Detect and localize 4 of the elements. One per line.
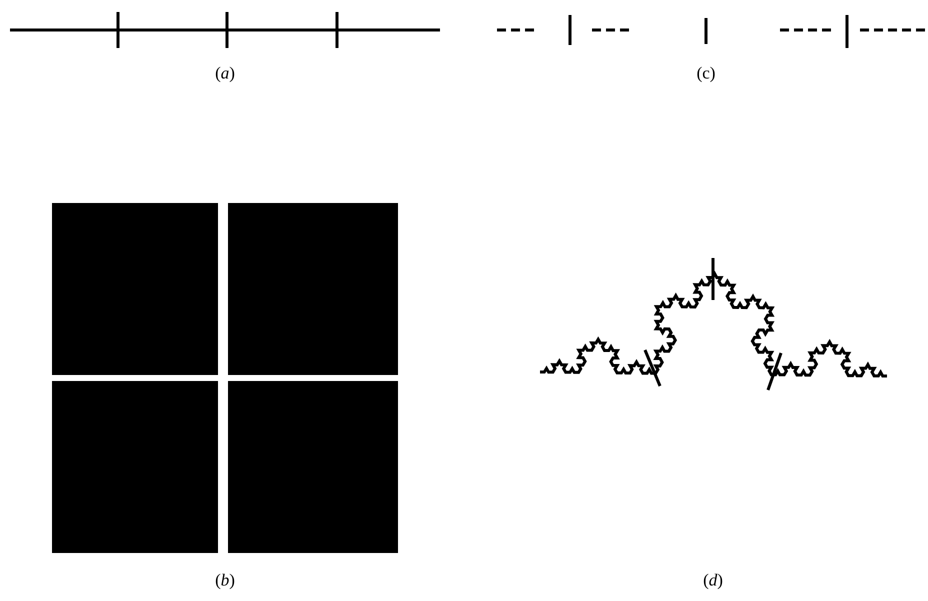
panel-label: (d) (703, 572, 723, 588)
panel-label: (a) (215, 64, 235, 82)
panel-label: (b) (215, 572, 235, 588)
panel-label: (c) (696, 64, 716, 82)
